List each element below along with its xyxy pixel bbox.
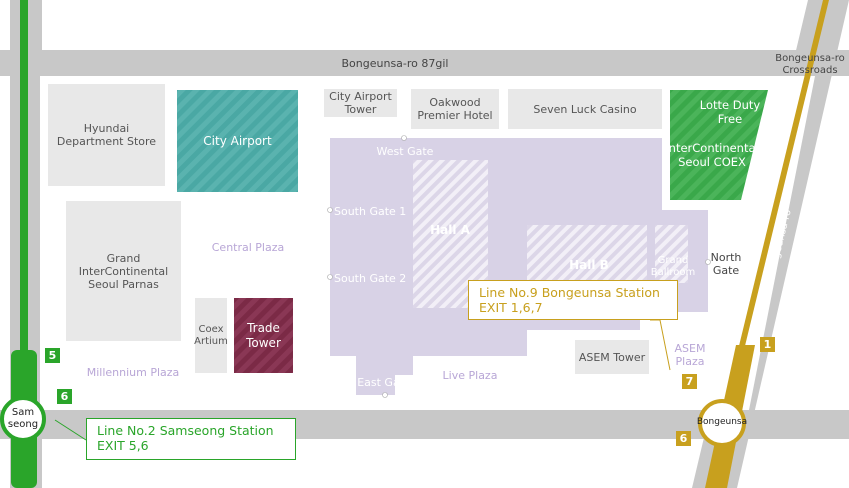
grand-intercontinental-parnas: Grand InterContinental Seoul Parnas xyxy=(66,201,181,341)
east-gate-dot xyxy=(382,392,388,398)
top-road xyxy=(0,50,849,76)
line2-callout: Line No.2 Samseong Station EXIT 5,6 xyxy=(86,418,296,460)
city-airport-label: City Airport xyxy=(203,133,272,148)
grand-ballroom-area xyxy=(655,225,688,283)
samseong-station-label[interactable]: Sam seong xyxy=(7,407,39,430)
intercontinental-building xyxy=(670,90,768,200)
exit-7-badge[interactable]: 7 xyxy=(682,374,697,389)
asem-tower: ASEM Tower xyxy=(575,340,649,374)
west-gate-dot xyxy=(401,135,407,141)
live-plaza-label: Live Plaza xyxy=(442,369,498,382)
north-gate-label: North Gate xyxy=(710,251,742,277)
trade-tower-label: Trade Tower xyxy=(246,320,281,350)
asem-plaza-label: ASEM Plaza xyxy=(674,342,706,368)
exit-6-line9-badge[interactable]: 6 xyxy=(676,431,691,446)
city-airport-tower: City Airport Tower xyxy=(324,89,397,117)
exit-6-line2-badge[interactable]: 6 xyxy=(57,389,72,404)
south-gate-1-label: South Gate 1 xyxy=(334,205,407,218)
bongeunsa-station-circle[interactable] xyxy=(698,399,746,447)
line9-callout: Line No.9 Bongeunsa Station EXIT 1,6,7 xyxy=(468,280,678,320)
millennium-plaza-label: Millennium Plaza xyxy=(86,366,180,379)
bongeunsa-station-label[interactable]: Bongeunsa xyxy=(696,417,748,427)
south-gate-2-label: South Gate 2 xyxy=(334,272,407,285)
hall-b-label: Hall B xyxy=(569,258,609,272)
oakwood-premier-hotel: Oakwood Premier Hotel xyxy=(411,89,499,129)
seven-luck-casino: Seven Luck Casino xyxy=(508,89,662,129)
line9-track xyxy=(738,0,829,350)
trade-tower-building xyxy=(234,298,293,373)
west-gate-label: West Gate xyxy=(376,145,434,158)
central-plaza-label: Central Plaza xyxy=(211,241,285,254)
hyundai-department-store: Hyundai Department Store xyxy=(48,84,165,186)
exit-1-badge[interactable]: 1 xyxy=(760,337,775,352)
coex-artium: Coex Artium xyxy=(194,298,228,373)
lotte-duty-free-label: Lotte Duty Free xyxy=(699,98,761,126)
south-gate-2-dot xyxy=(327,274,333,280)
road-label-crossroads: Bongeunsa-ro Crossroads xyxy=(775,53,845,76)
samseong-station-circle[interactable] xyxy=(0,396,46,442)
exit-5-badge[interactable]: 5 xyxy=(45,348,60,363)
north-gate-dot xyxy=(705,259,711,265)
city-airport-building xyxy=(177,90,298,192)
intercontinental-coex-label: InterContinental Seoul COEX xyxy=(665,141,759,169)
line9-callout-leader xyxy=(650,319,671,371)
south-gate-1-dot xyxy=(327,207,333,213)
east-gate-label: East Gate xyxy=(357,376,411,389)
road-label-87gil: Bongeunsa-ro 87gil xyxy=(341,57,449,70)
line2-track xyxy=(20,0,28,350)
grand-ballroom-label: Grand Ballroom xyxy=(650,255,696,278)
line2-callout-leader xyxy=(54,419,87,441)
hall-a-label: Hall A xyxy=(430,223,470,237)
